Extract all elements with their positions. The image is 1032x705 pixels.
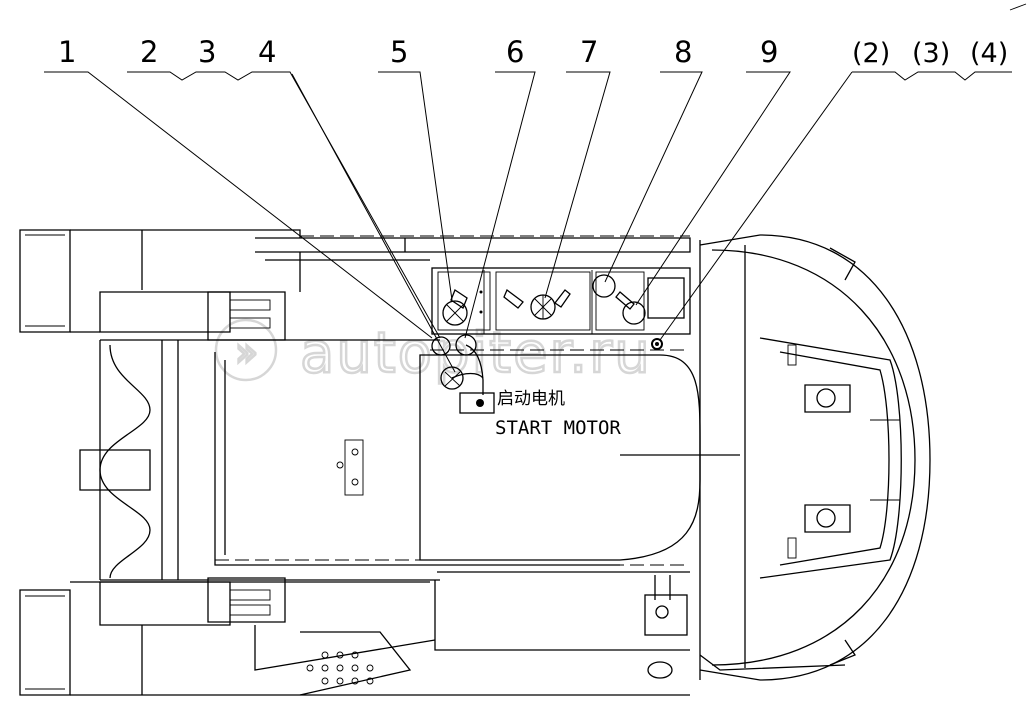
callout-8: 8: [674, 35, 692, 69]
callout-7: 7: [580, 35, 598, 69]
callout-3: 3: [198, 35, 216, 69]
corner-mark: [1009, 3, 1027, 11]
callout-paren-4: (4): [970, 38, 1008, 69]
callouts: 1 2 3 4 5 6 7 8 9 (2) (3) (4): [58, 35, 1008, 69]
lower-track: [19, 571, 846, 696]
callout-paren-2: (2): [852, 38, 890, 69]
fan-5: [442, 300, 468, 326]
start-motor-label-cn: 启动电机: [497, 389, 565, 409]
fan-7: [530, 294, 556, 320]
lower-right-box: [644, 575, 688, 679]
callout-paren-3: (3): [912, 38, 950, 69]
fan-8: [592, 274, 616, 298]
callout-5: 5: [390, 35, 408, 69]
watermark-icon: »: [235, 330, 260, 374]
callout-4: 4: [258, 35, 276, 69]
fan-9: [622, 301, 646, 325]
hole-row: [306, 651, 374, 685]
callout-2: 2: [140, 35, 158, 69]
left-pivot: [79, 339, 440, 581]
callout-6: 6: [506, 35, 524, 69]
callout-9: 9: [760, 35, 778, 69]
callout-1: 1: [58, 35, 76, 69]
battery-box: [431, 267, 691, 335]
counterweight: [699, 234, 931, 681]
start-motor-label-en: START MOTOR: [495, 417, 621, 439]
leader-lines: [44, 71, 1012, 373]
